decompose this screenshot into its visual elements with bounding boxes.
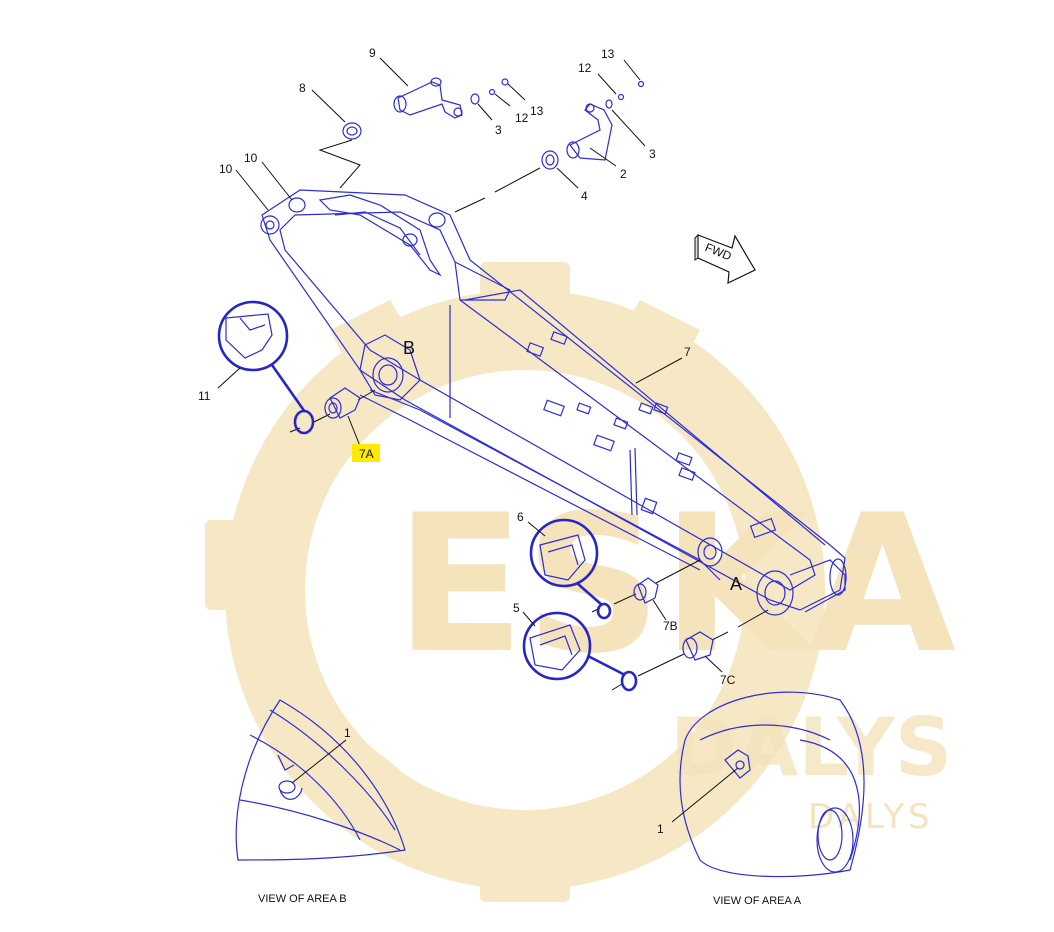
watermark-main: ESKA [395, 474, 956, 695]
callout-5: 5 [513, 601, 520, 615]
callout-7a: 7A [359, 447, 374, 461]
callout-3b: 3 [649, 147, 656, 161]
fwd-arrow-icon: FWD [694, 233, 756, 284]
caption-view-b: VIEW OF AREA B [258, 893, 347, 905]
callout-11: 11 [198, 389, 211, 403]
callout-6: 6 [517, 510, 524, 524]
washer-8-hole [346, 126, 358, 136]
callout-10b: 10 [244, 151, 258, 165]
callout-12a: 12 [515, 111, 529, 125]
washer-4-hole [545, 154, 555, 166]
leader-lines [217, 57, 739, 823]
bushing-7c [682, 631, 714, 661]
callout-9: 9 [369, 46, 376, 60]
pin-9 [393, 77, 463, 119]
detail-6 [529, 518, 603, 606]
washer-4 [541, 150, 559, 170]
bushing-7b [633, 577, 659, 604]
bolt-13a [501, 78, 509, 86]
callout-labels: 9 8 3 12 13 12 13 3 2 4 10 10 7 11 7A 6 … [198, 46, 802, 907]
lockwasher-12b [617, 93, 625, 101]
lockwasher-12a [488, 88, 496, 96]
detail-5 [522, 611, 626, 681]
bolt-13b [637, 80, 645, 88]
washer-3a [470, 93, 480, 105]
callout-7: 7 [684, 345, 691, 359]
callout-10a: 10 [219, 162, 233, 176]
view-area-a [679, 691, 865, 878]
view-area-b [235, 699, 406, 861]
callout-7b: 7B [663, 619, 678, 633]
watermark-sub: DALYS [670, 701, 952, 794]
area-letter-a: A [730, 574, 742, 594]
callout-12b: 12 [578, 61, 592, 75]
bushing-7a [324, 387, 361, 419]
pin-2 [566, 103, 613, 161]
callout-2: 2 [620, 167, 627, 181]
callout-13b: 13 [601, 47, 615, 61]
washer-3b [605, 99, 613, 109]
caption-view-a: VIEW OF AREA A [713, 895, 802, 907]
callout-1b: 1 [344, 726, 351, 740]
callout-13a: 13 [530, 104, 544, 118]
watermark: ESKA DALYS DALYS [205, 262, 956, 902]
washer-8 [342, 122, 362, 140]
detail-11 [217, 300, 307, 413]
boom-body [260, 189, 847, 616]
callout-7c: 7C [720, 673, 736, 687]
callout-1a: 1 [657, 822, 664, 836]
oring-5 [620, 670, 638, 692]
watermark-sub-small: DALYS [808, 797, 934, 837]
callout-3a: 3 [495, 123, 502, 137]
callout-8: 8 [299, 81, 306, 95]
area-letter-b: B [403, 338, 415, 358]
callout-4: 4 [581, 189, 588, 203]
oring-6 [596, 602, 612, 620]
highlight-7a [352, 444, 380, 462]
